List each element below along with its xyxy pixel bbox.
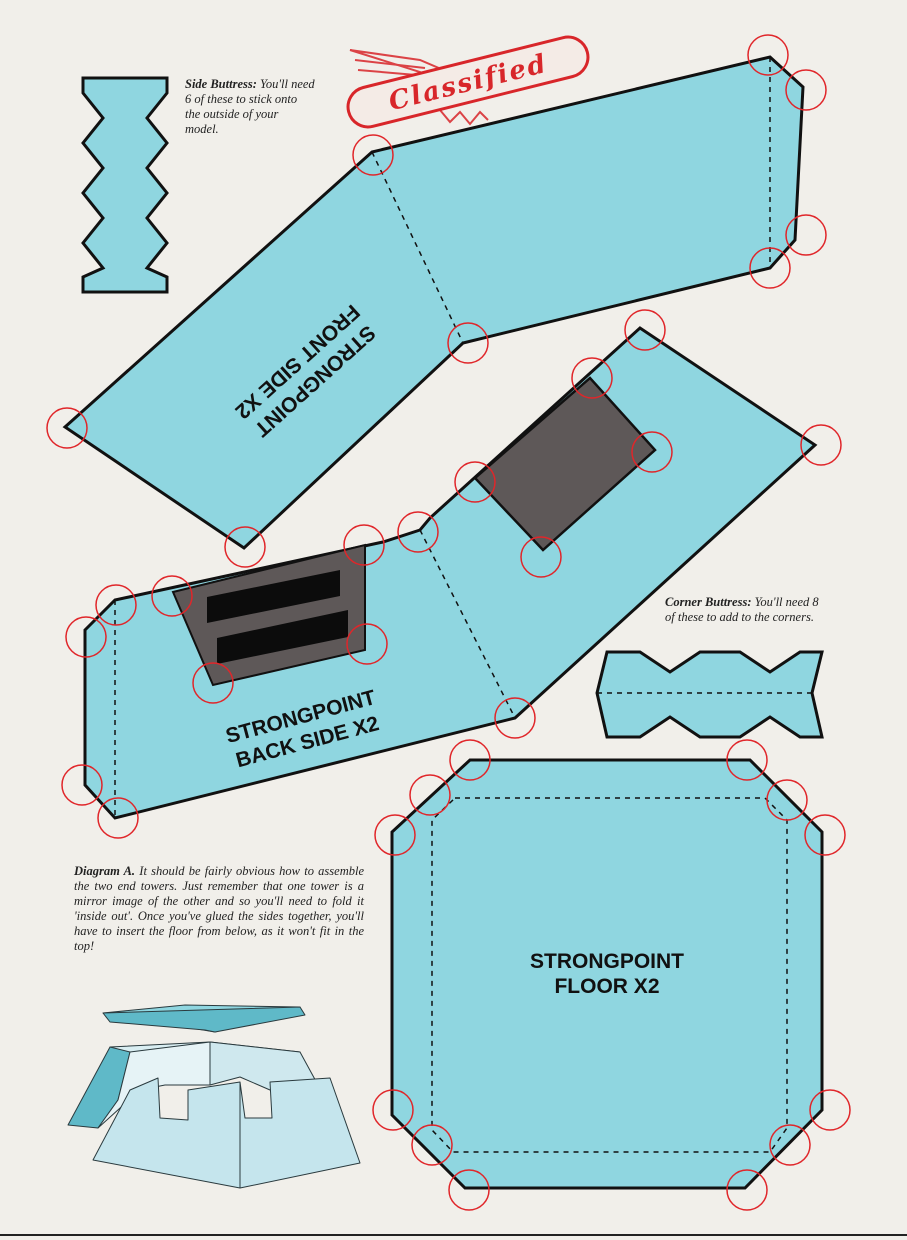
corner-buttress-caption-title: Corner Buttress: xyxy=(665,595,752,609)
glue-marker xyxy=(192,662,234,704)
glue-marker xyxy=(397,511,439,553)
glue-marker xyxy=(769,1124,811,1166)
glue-marker xyxy=(809,1089,851,1131)
diagram-a-caption: Diagram A. It should be fairly obvious h… xyxy=(74,864,364,954)
side-buttress-caption-title: Side Buttress: xyxy=(185,77,257,91)
glue-marker xyxy=(97,797,139,839)
glue-markers xyxy=(46,34,851,1211)
side-buttress-piece xyxy=(81,76,169,294)
glue-marker xyxy=(409,774,451,816)
glue-marker xyxy=(631,431,673,473)
glue-marker xyxy=(785,214,827,256)
glue-marker xyxy=(352,134,394,176)
glue-marker xyxy=(571,357,613,399)
glue-marker xyxy=(726,739,768,781)
glue-marker xyxy=(411,1124,453,1166)
slot-cutout-lower xyxy=(217,610,348,664)
side-buttress-caption-body: You'll need 6 of these to stick onto the… xyxy=(185,77,315,136)
glue-marker xyxy=(785,69,827,111)
floor-label-line1: STRONGPOINT xyxy=(530,950,684,973)
glue-marker xyxy=(65,616,107,658)
side-buttress-caption: Side Buttress: You'll need 6 of these to… xyxy=(185,77,315,137)
slot-cutout-upper xyxy=(207,570,340,623)
glue-marker xyxy=(749,247,791,289)
stamp-frame xyxy=(346,35,590,129)
glue-marker xyxy=(346,623,388,665)
glue-marker xyxy=(61,764,103,806)
glue-marker xyxy=(804,814,846,856)
glue-marker xyxy=(224,526,266,568)
glue-marker xyxy=(447,322,489,364)
glue-marker xyxy=(151,575,193,617)
glue-marker xyxy=(624,309,666,351)
assembly-diagram-illustration xyxy=(67,1004,361,1189)
glue-marker xyxy=(448,1169,490,1211)
front-side-piece: STRONGPOINT FRONT SIDE X2 xyxy=(62,55,805,550)
glue-marker xyxy=(454,461,496,503)
glue-marker xyxy=(95,584,137,626)
corner-buttress-caption: Corner Buttress: You'll need 8 of these … xyxy=(665,595,825,625)
glue-marker xyxy=(726,1169,768,1211)
glue-marker xyxy=(747,34,789,76)
floor-piece: STRONGPOINT FLOOR X2 xyxy=(390,758,824,1190)
floor-label-line2: FLOOR X2 xyxy=(554,975,659,998)
glue-marker xyxy=(520,536,562,578)
glue-marker xyxy=(766,779,808,821)
corner-buttress-piece xyxy=(595,650,824,739)
glue-marker xyxy=(46,407,88,449)
glue-marker xyxy=(374,814,416,856)
glue-marker xyxy=(343,524,385,566)
door-cutout xyxy=(473,376,657,552)
corner-buttress-caption-body: You'll need 8 of these to add to the cor… xyxy=(665,595,819,624)
glue-marker xyxy=(800,424,842,466)
glue-marker xyxy=(372,1089,414,1131)
glue-marker xyxy=(449,739,491,781)
diagram-a-caption-title: Diagram A. xyxy=(74,864,136,878)
diagram-a-caption-body: It should be fairly obvious how to assem… xyxy=(74,864,365,953)
glue-marker xyxy=(494,697,536,739)
